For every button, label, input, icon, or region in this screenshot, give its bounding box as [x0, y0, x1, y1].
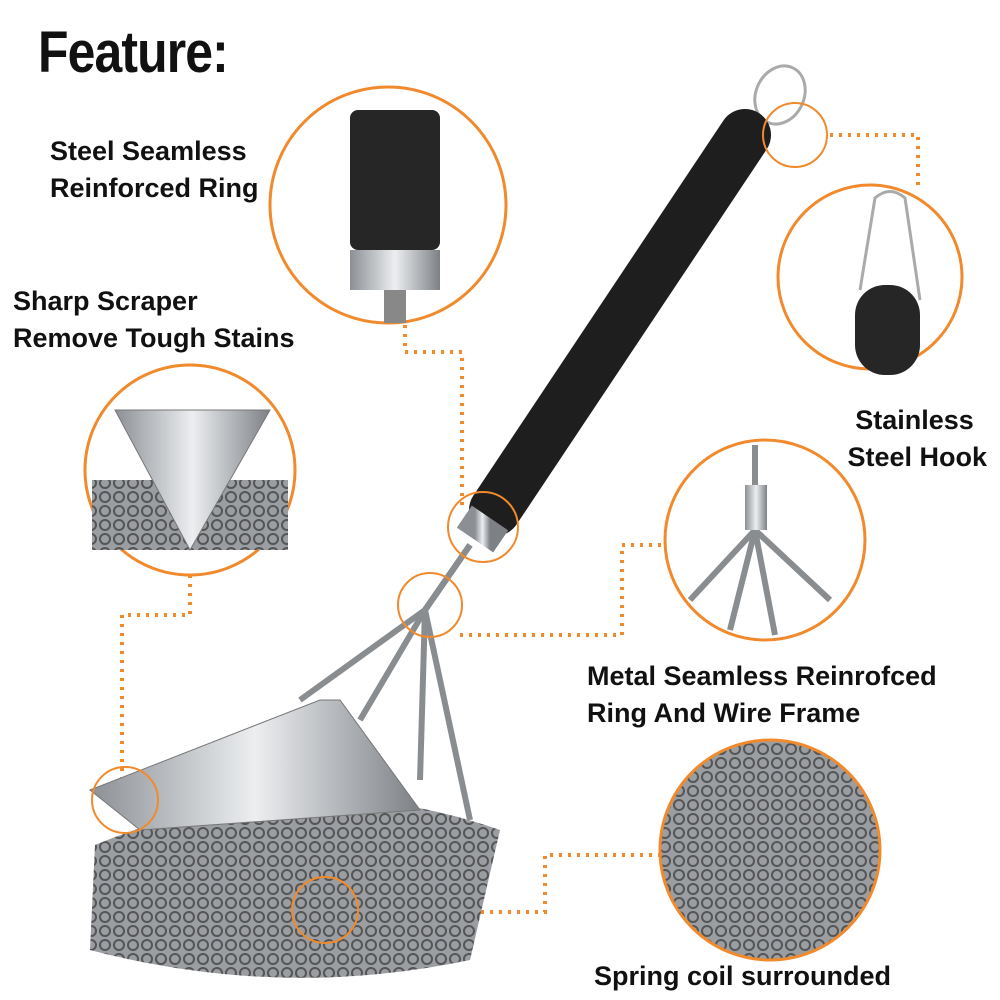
brush-coils — [90, 798, 500, 978]
label-line: Steel Hook — [847, 442, 987, 472]
label-line: Steel Seamless — [50, 136, 247, 166]
label-line: Remove Tough Stains — [13, 323, 295, 353]
detail-hook — [776, 183, 964, 375]
detail-spring-coil — [658, 738, 882, 962]
detail-wire-frame — [663, 438, 867, 642]
feature-label-reinforced-ring: Steel Seamless Reinforced Ring — [50, 133, 259, 207]
page-title: Feature: — [38, 20, 229, 85]
detail-ring-reinforced — [268, 85, 508, 325]
brush-handle — [456, 64, 807, 553]
label-line: Stainless — [855, 405, 974, 435]
detail-scraper — [83, 363, 297, 577]
brush-head — [298, 543, 473, 821]
label-line: Metal Seamless Reinrofced — [587, 661, 937, 691]
feature-label-wire-frame: Metal Seamless Reinrofced Ring And Wire … — [587, 658, 937, 732]
feature-label-spring-coil: Spring coil surrounded — [594, 958, 891, 995]
label-line: Ring And Wire Frame — [587, 698, 861, 728]
label-line: Reinforced Ring — [50, 173, 259, 203]
feature-label-scraper: Sharp Scraper Remove Tough Stains — [13, 283, 295, 357]
label-line: Sharp Scraper — [13, 286, 198, 316]
scraper-blade — [89, 699, 421, 831]
connector-lines — [120, 133, 920, 914]
label-line: Spring coil surrounded — [594, 961, 892, 991]
feature-label-hook: Stainless Steel Hook — [842, 402, 987, 476]
